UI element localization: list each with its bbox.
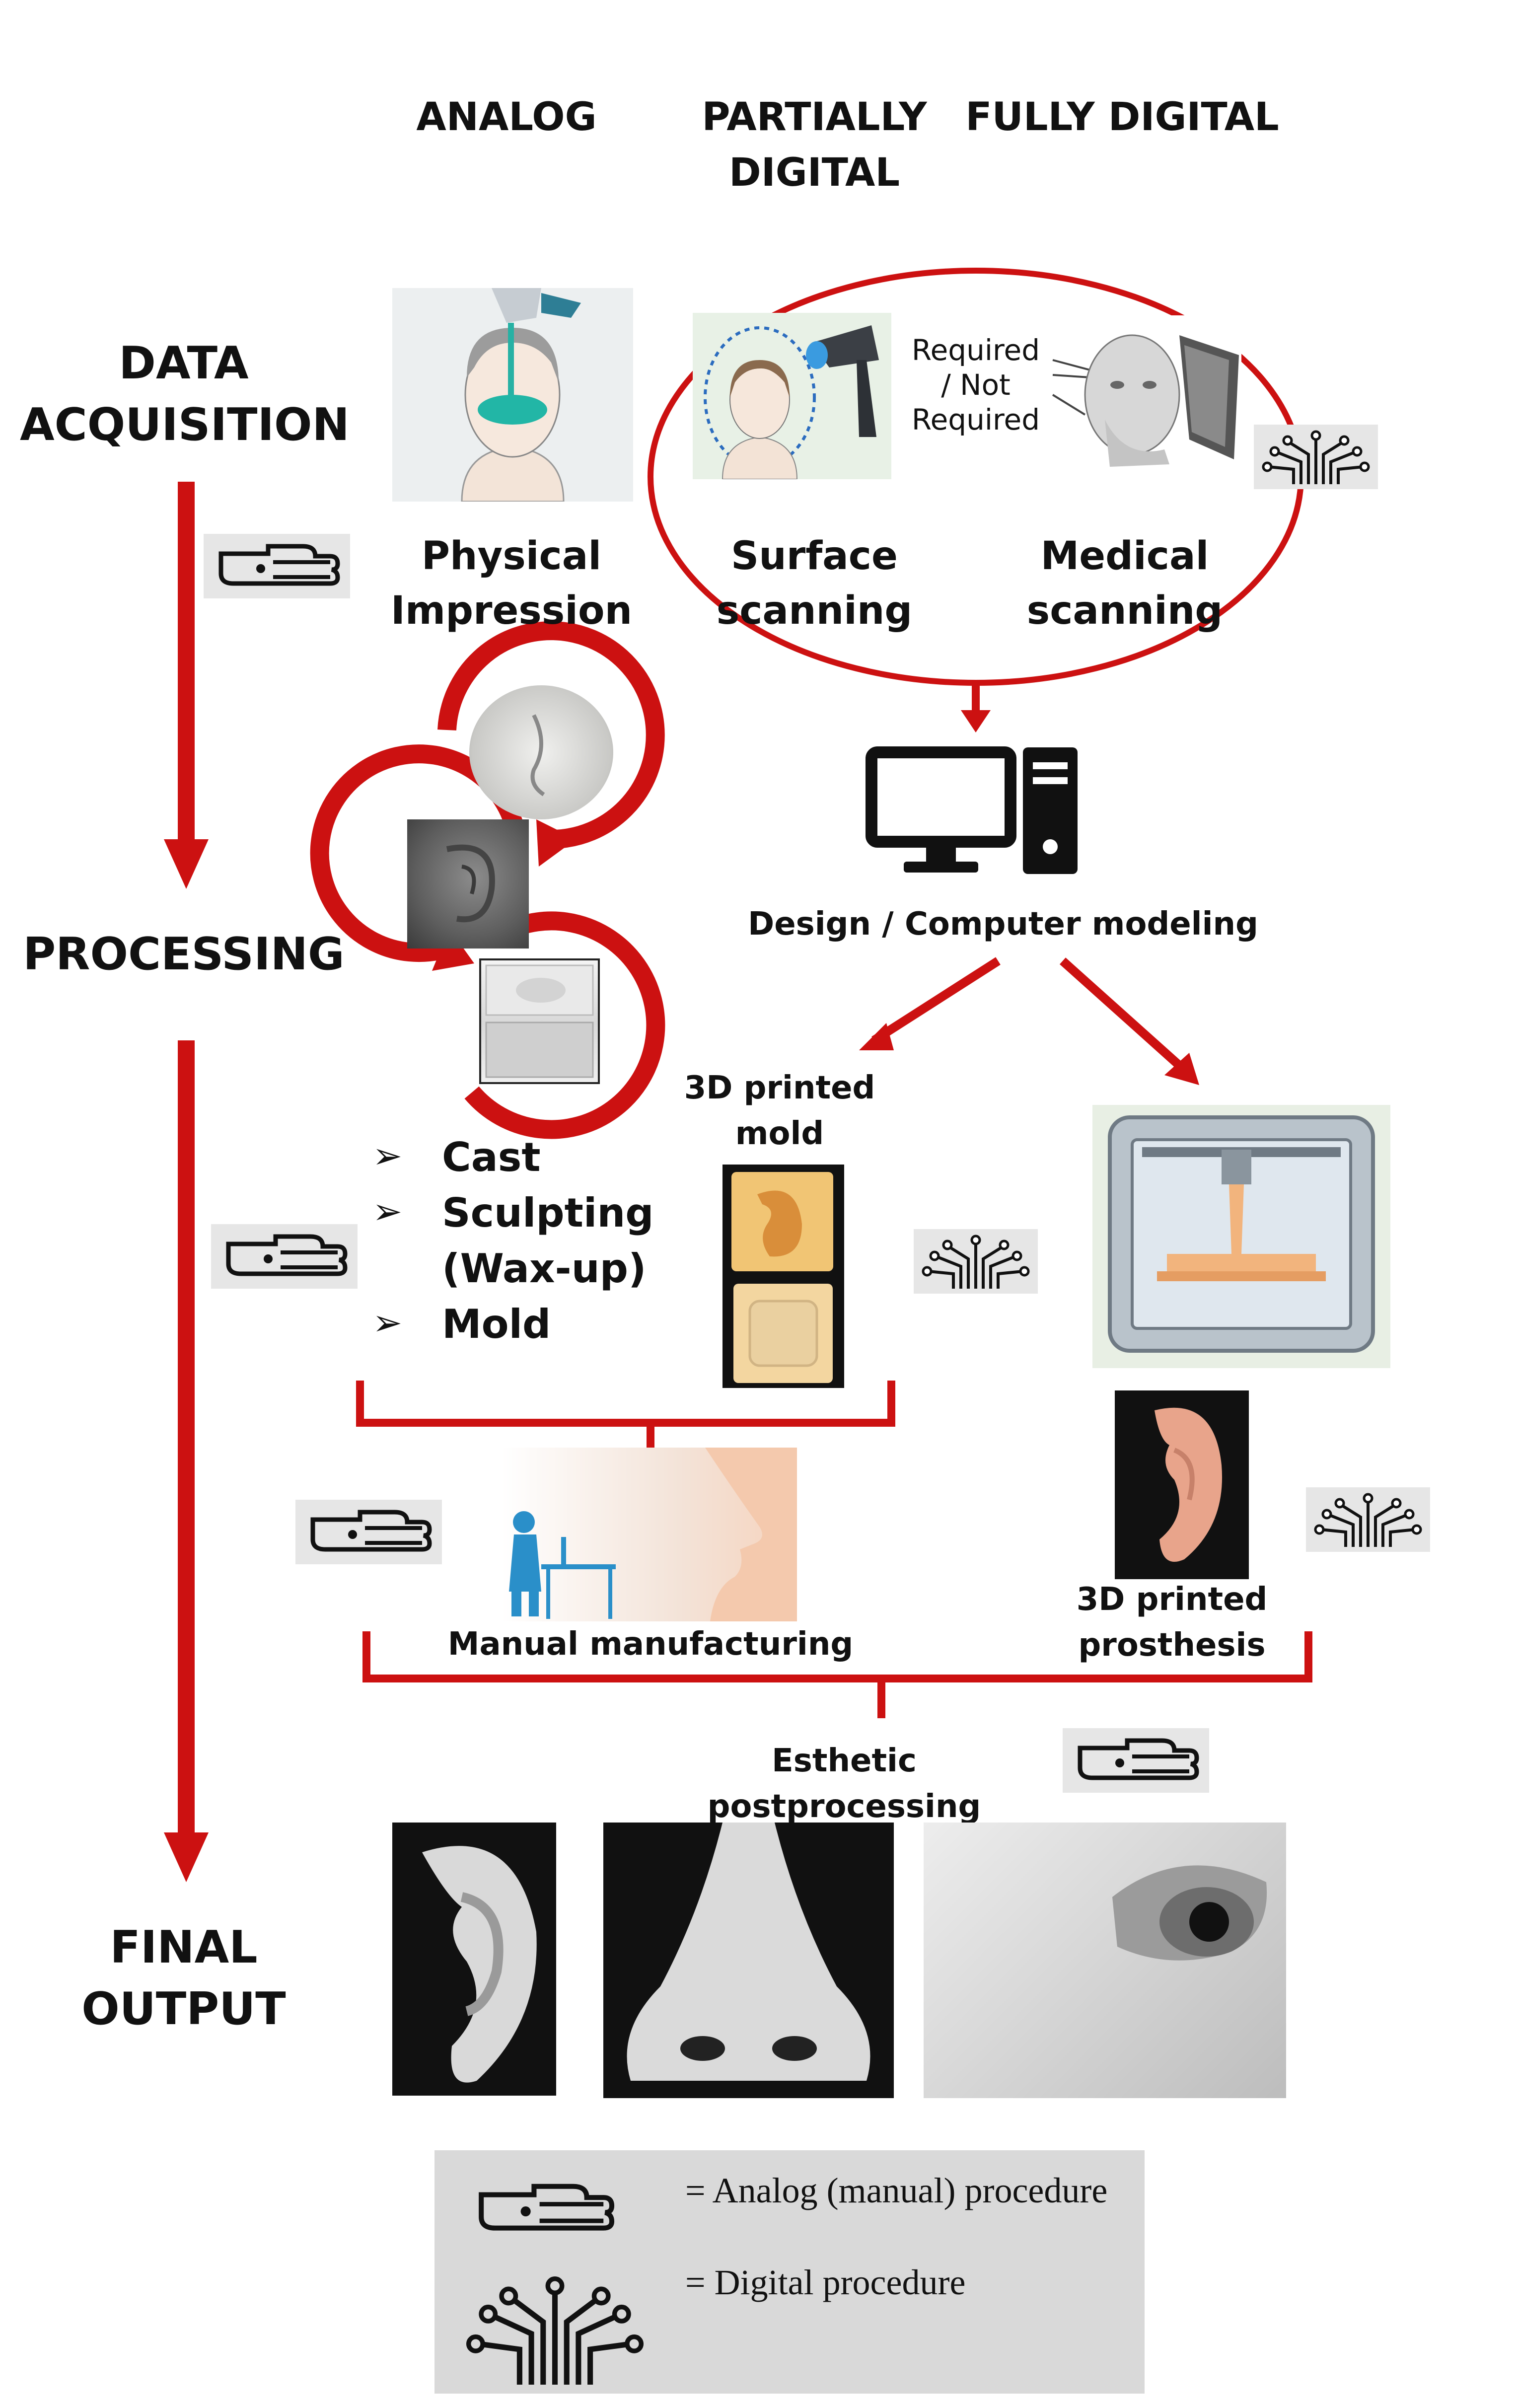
printed-prosthesis-label: 3D printed prosthesis xyxy=(1063,1577,1281,1668)
printed-prosthesis-photo xyxy=(1115,1390,1249,1579)
surface-scanning-line2: scanning xyxy=(716,588,913,633)
digital-circuit-icon xyxy=(1306,1487,1430,1552)
printed-prosthesis-line1: 3D printed xyxy=(1076,1581,1268,1618)
medical-scanning-line2: scanning xyxy=(1026,588,1223,633)
design-to-printer-arrow xyxy=(1059,957,1185,1071)
design-modeling-label: Design / Computer modeling xyxy=(748,906,1258,943)
stage-final-output-line1: FINAL xyxy=(110,1921,258,1973)
analog-processing-list: ➢Cast ➢Sculpting (Wax-up) ➢Mold xyxy=(367,1130,665,1352)
digital-circuit-icon xyxy=(1254,425,1378,489)
manual-manufacturing-label: Manual manufacturing xyxy=(447,1626,854,1663)
list-item-label: Sculpting xyxy=(442,1190,654,1236)
list-item-label: Mold xyxy=(442,1301,551,1347)
column-header-partially-line2: DIGITAL xyxy=(728,150,900,195)
legend-analog-text: = Analog (manual) procedure xyxy=(685,2171,1108,2210)
stage-final-output: FINAL OUTPUT xyxy=(30,1917,338,2040)
list-item-label: (Wax-up) xyxy=(442,1245,647,1292)
list-item: ➢Sculpting xyxy=(372,1190,654,1236)
stage-data-acquisition: DATA ACQUISITION xyxy=(20,333,350,456)
printed-mold-label: 3D printed mold xyxy=(665,1065,894,1157)
printed-mold-line1: 3D printed xyxy=(684,1070,875,1106)
required-note-line3: Required xyxy=(911,403,1040,437)
stage-arrow-1-head xyxy=(164,839,209,889)
analog-hand-icon xyxy=(1063,1728,1209,1793)
printed-mold-photo xyxy=(722,1165,844,1388)
list-item-label: Cast xyxy=(442,1134,541,1180)
stage-arrow-2-head xyxy=(164,1832,209,1882)
surface-scanning-label: Surface scanning xyxy=(705,529,924,638)
required-note-line1: Required xyxy=(911,333,1040,367)
column-header-fully-digital: FULLY DIGITAL xyxy=(965,95,1279,140)
printed-prosthesis-line2: prosthesis xyxy=(1078,1627,1266,1664)
mold-photo xyxy=(479,958,600,1084)
final-nose-photo xyxy=(603,1823,894,2098)
final-eye-photo xyxy=(924,1823,1286,2098)
stage-data-acquisition-line1: DATA xyxy=(119,337,249,389)
processing-bracket xyxy=(356,1381,895,1427)
surface-scanning-line1: Surface xyxy=(731,534,898,579)
medical-scanning-illustration xyxy=(1050,315,1241,474)
cast-photo xyxy=(407,819,529,949)
design-to-mold-arrow xyxy=(871,957,1001,1044)
impression-photo xyxy=(469,685,613,819)
list-item: (Wax-up) xyxy=(367,1241,665,1297)
list-item: ➢Mold xyxy=(372,1301,551,1347)
stage-data-acquisition-line2: ACQUISITION xyxy=(20,399,350,451)
esthetic-postprocessing-label: Esthetic postprocessing xyxy=(707,1743,981,1825)
analog-hand-icon xyxy=(211,1224,358,1289)
physical-impression-line1: Physical xyxy=(421,534,602,579)
legend-box: = Analog (manual) procedure = Digital pr… xyxy=(434,2150,1145,2394)
digital-circuit-icon xyxy=(914,1229,1038,1294)
medical-scanning-line1: Medical xyxy=(1040,534,1209,579)
legend-circuit-icon xyxy=(457,2267,653,2389)
physical-impression-illustration xyxy=(392,288,633,502)
printed-mold-line2: mold xyxy=(735,1115,824,1152)
surface-scanning-illustration xyxy=(693,313,891,479)
column-header-partially-digital: PARTIALLY DIGITAL xyxy=(695,89,934,201)
column-header-analog: ANALOG xyxy=(416,95,597,140)
medical-scanning-label: Medical scanning xyxy=(1008,529,1241,638)
stage-final-output-line2: OUTPUT xyxy=(81,1983,286,2035)
list-item: ➢Cast xyxy=(372,1134,541,1180)
physical-impression-line2: Impression xyxy=(390,588,633,633)
final-ear-photo xyxy=(392,1823,556,2096)
column-header-partially-line1: PARTIALLY xyxy=(702,95,927,140)
3d-printer-illustration xyxy=(1092,1105,1390,1368)
legend-digital-text: = Digital procedure xyxy=(685,2262,966,2302)
manual-manufacturing-illustration xyxy=(502,1448,797,1621)
legend-hand-icon xyxy=(462,2165,626,2252)
required-note: Required / Not Required xyxy=(906,333,1045,437)
manufacturing-bracket xyxy=(362,1631,1312,1682)
computer-icon xyxy=(864,745,1083,879)
physical-impression-label: Physical Impression xyxy=(387,529,636,638)
required-note-line2: / Not xyxy=(941,368,1011,402)
analog-hand-icon xyxy=(204,534,350,598)
stage-processing: PROCESSING xyxy=(23,928,345,980)
analog-hand-icon xyxy=(295,1500,442,1564)
